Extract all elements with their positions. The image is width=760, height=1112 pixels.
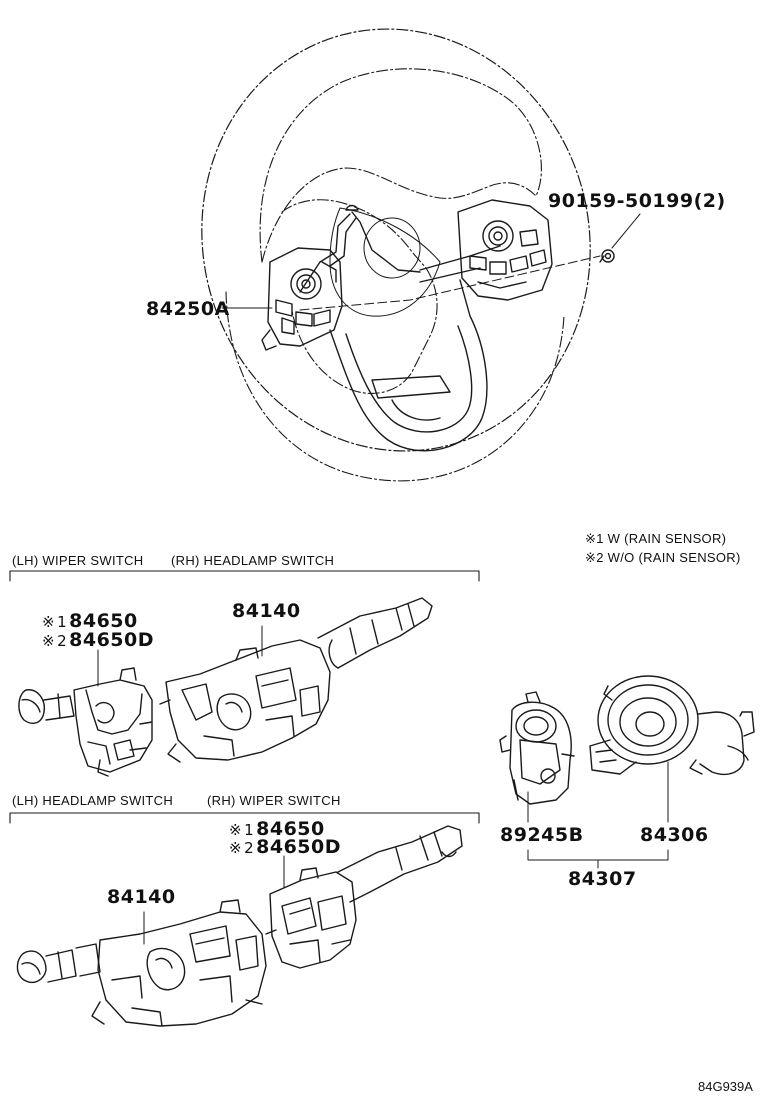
right-steering-switch xyxy=(457,199,553,301)
group-a-wiper-num-1: 1 xyxy=(57,613,68,631)
group-b-title-rh: (RH) WIPER SWITCH xyxy=(207,793,341,808)
spiral-assy-part-number[interactable]: 84307 xyxy=(568,868,637,890)
group-a-bracket xyxy=(9,570,480,582)
spiral-cable-part-number[interactable]: 84306 xyxy=(640,824,709,846)
note-1-number: 1 xyxy=(596,531,604,546)
group-a-title-rh: (RH) HEADLAMP SWITCH xyxy=(171,553,335,568)
group-a-wiper-num-2: 2 xyxy=(57,632,68,650)
group-a-wiper-mark-2: ※ xyxy=(42,632,56,650)
group-b-wiper-switch xyxy=(265,825,463,969)
group-a-wiper-mark-1: ※ xyxy=(42,613,56,631)
group-a-wiper-switch xyxy=(18,667,153,777)
note-2-text: W/O (RAIN SENSOR) xyxy=(607,550,741,565)
group-b-wiper-mark-1: ※ xyxy=(229,821,243,839)
group-a-wiper-code-2: 84650D xyxy=(69,629,154,651)
steering-switch-part-number[interactable]: 84250A xyxy=(146,298,230,320)
group-b-title-lh: (LH) HEADLAMP SWITCH xyxy=(12,793,174,808)
group-a-title-lh: (LH) WIPER SWITCH xyxy=(12,553,144,568)
group-b-wiper-code-2: 84650D xyxy=(256,836,341,858)
group-b-wiper-code-1: 84650 xyxy=(256,818,325,840)
note-1-text: W (RAIN SENSOR) xyxy=(607,531,727,546)
sensor-part-number[interactable]: 89245B xyxy=(500,824,584,846)
group-b-wiper-mark-2: ※ xyxy=(229,839,243,857)
leader-lines-group-a xyxy=(97,625,263,687)
spiral-cable xyxy=(589,675,755,776)
leader-lines-steering xyxy=(221,213,641,311)
left-steering-switch xyxy=(261,247,343,351)
steering-sensor xyxy=(499,691,575,805)
note-2: ※2 W/O (RAIN SENSOR) xyxy=(585,551,741,564)
group-a-headlamp-switch xyxy=(159,597,433,763)
steering-wheel xyxy=(201,28,615,482)
group-b-headlamp-switch xyxy=(16,899,267,1027)
group-a-headlamp-part-number[interactable]: 84140 xyxy=(232,600,301,622)
leader-lines-spiral xyxy=(527,761,669,869)
group-b-headlamp-part-number[interactable]: 84140 xyxy=(107,886,176,908)
leader-lines-group-b xyxy=(143,855,285,945)
note-2-number: 2 xyxy=(596,550,604,565)
group-b-wiper-num-1: 1 xyxy=(244,821,255,839)
group-a-wiper-code-1: 84650 xyxy=(69,610,138,632)
group-b-bracket xyxy=(9,812,480,824)
bolt xyxy=(599,249,615,263)
note-1-mark: ※ xyxy=(585,531,597,546)
illustration-reference-code: 84G939A xyxy=(698,1079,753,1094)
bolt-part-number[interactable]: 90159-50199(2) xyxy=(548,190,726,212)
note-2-mark: ※ xyxy=(585,550,597,565)
note-1: ※1 W (RAIN SENSOR) xyxy=(585,532,726,545)
group-b-wiper-num-2: 2 xyxy=(244,839,255,857)
